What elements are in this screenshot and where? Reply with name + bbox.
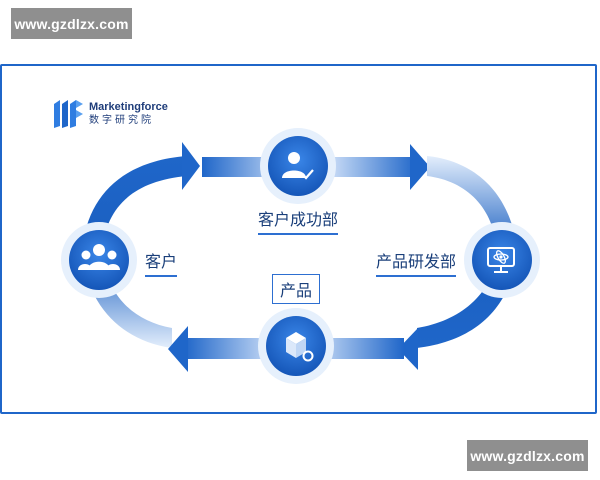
- person-check-icon: [282, 152, 314, 180]
- label-customer: 客户: [145, 248, 178, 277]
- watermark-top: www.gzdlzx.com: [11, 8, 132, 39]
- users-group-icon: [78, 244, 120, 270]
- bottom-left-arrowhead: [168, 326, 188, 372]
- flow-diagram: [61, 128, 540, 384]
- marketingforce-logo-icon: [54, 100, 83, 128]
- watermark-bottom: www.gzdlzx.com: [467, 440, 588, 471]
- label-product: 产品: [272, 274, 321, 304]
- node-rnd: [464, 222, 540, 298]
- logo-subtitle: 数字研究院: [89, 115, 154, 126]
- right-flow-arc: [417, 156, 517, 348]
- node-product: [258, 308, 334, 384]
- logo: Marketingforce 数字研究院: [52, 98, 168, 130]
- label-customer-success: 客户成功部: [258, 206, 339, 235]
- left-flow-arc: [82, 156, 187, 348]
- top-right-arrowhead: [410, 144, 430, 190]
- monitor-atom-icon: [487, 247, 515, 273]
- cube-gear-icon: [286, 332, 314, 362]
- logo-brand: Marketingforce: [89, 101, 168, 113]
- label-rnd: 产品研发部: [376, 248, 457, 277]
- diagram-frame: Marketingforce 数字研究院: [0, 64, 597, 414]
- node-customer-success: [260, 128, 336, 204]
- right-bottom-arrowhead: [398, 328, 418, 370]
- left-top-arrowhead: [182, 142, 200, 190]
- node-customer: [61, 222, 137, 298]
